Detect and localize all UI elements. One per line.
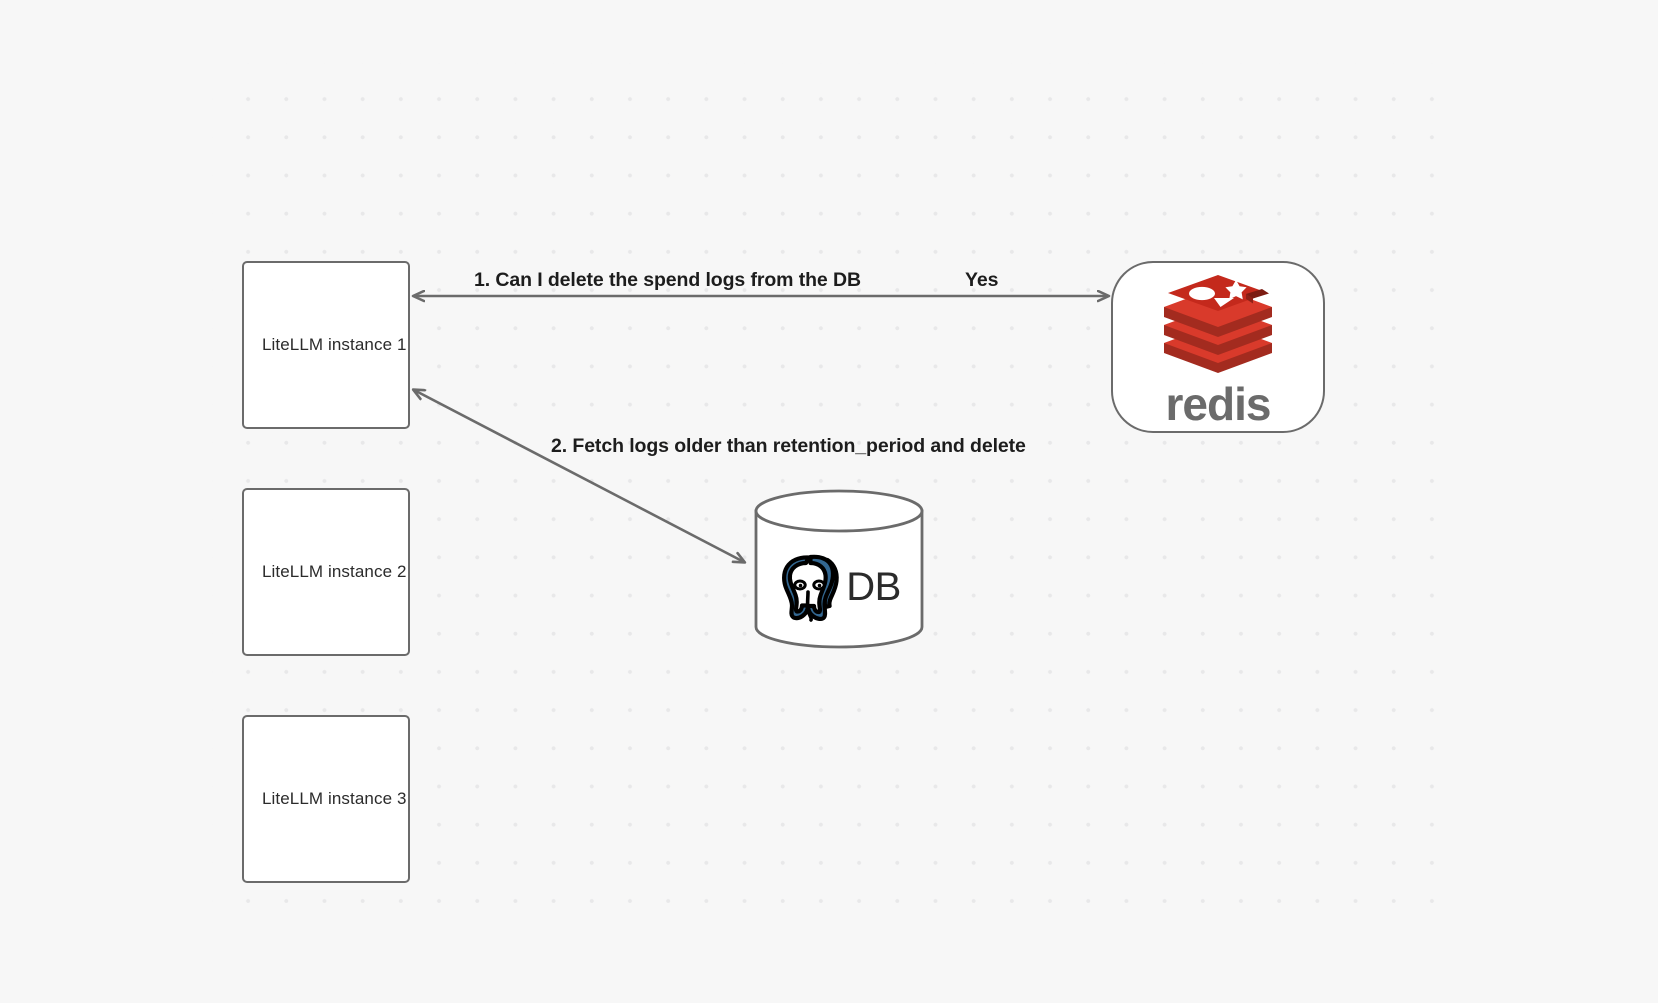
node-redis[interactable]: redis <box>1111 261 1325 433</box>
node-label-redis: redis <box>1165 378 1272 430</box>
node-litellm-instance-1[interactable]: LiteLLM instance 1 <box>242 261 410 429</box>
postgresql-elephant-icon <box>782 554 839 622</box>
edge-label-1: 1. Can I delete the spend logs from the … <box>474 269 861 291</box>
redis-logo-icon <box>1164 275 1272 373</box>
edge-label-1-answer: Yes <box>965 269 999 291</box>
node-label-litellm-instance-2: LiteLLM instance 2 <box>262 562 407 581</box>
edge-label-2: 2. Fetch logs older than retention_perio… <box>551 435 1026 457</box>
node-label-db: DB <box>846 564 901 609</box>
edge-litellm1-db[interactable] <box>414 390 744 562</box>
db-logo-row: DB <box>753 551 925 623</box>
node-litellm-instance-3[interactable]: LiteLLM instance 3 <box>242 715 410 883</box>
node-label-litellm-instance-1: LiteLLM instance 1 <box>262 335 407 354</box>
node-label-litellm-instance-3: LiteLLM instance 3 <box>262 789 407 808</box>
node-postgres-db[interactable]: DB <box>753 489 925 649</box>
node-litellm-instance-2[interactable]: LiteLLM instance 2 <box>242 488 410 656</box>
